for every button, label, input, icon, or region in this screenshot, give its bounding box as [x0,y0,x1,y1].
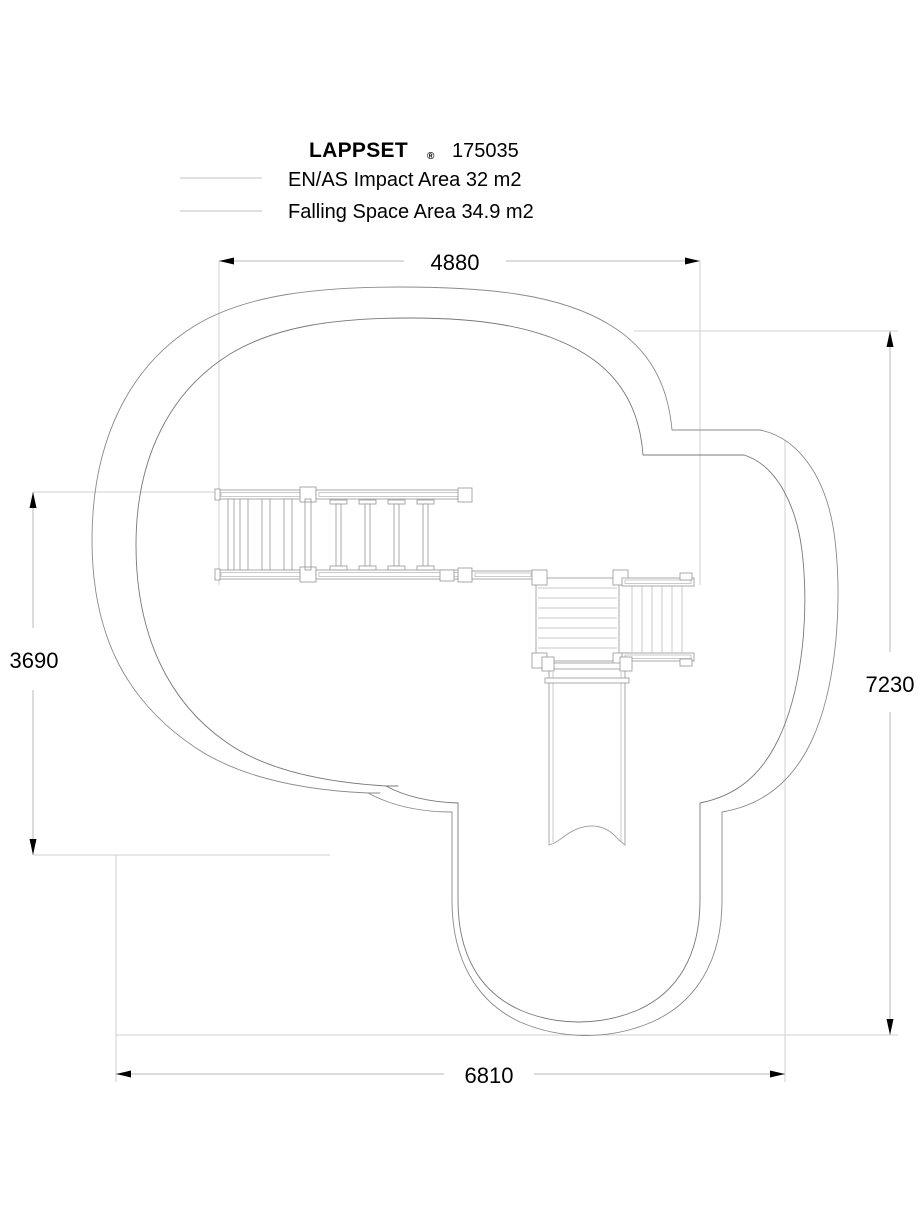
bridge-post [387,499,406,571]
dimension-label-left: 3690 [10,648,59,673]
tower-railing [621,572,695,667]
bridge-post [416,499,435,571]
brand-name: LAPPSET [309,139,408,162]
legend: EN/AS Impact Area 32 m2 Falling Space Ar… [288,169,534,223]
dimension-label-bottom: 6810 [465,1063,514,1088]
dimension-right-7230 [886,331,894,1035]
ladder-section [214,486,317,583]
title-block: LAPPSET ® 175035 [309,139,519,162]
dimension-top-4880 [219,257,700,265]
tower-deck [531,569,629,669]
registered-trademark-mark: ® [427,151,435,162]
dimension-left-3690 [29,492,37,855]
product-code: 175035 [452,140,519,162]
connector-beam [439,569,535,582]
legend-swatches [180,177,262,212]
dimension-labels: 4880 3690 7230 6810 [10,250,915,1088]
slide [541,656,633,846]
legend-label-falling-space: Falling Space Area 34.9 m2 [288,201,534,223]
dimension-bottom-6810 [116,1070,785,1078]
dimension-label-right: 7230 [866,672,915,697]
bridge-section [315,487,473,583]
extension-lines [33,261,898,1082]
legend-label-impact-area: EN/AS Impact Area 32 m2 [288,169,521,191]
impact-area-outline [135,317,806,1023]
dimension-label-top: 4880 [431,250,480,275]
falling-space-area-outline [91,286,839,1036]
outline-detail-lines [367,785,399,794]
bridge-post [358,499,377,571]
bridge-post [329,499,348,571]
